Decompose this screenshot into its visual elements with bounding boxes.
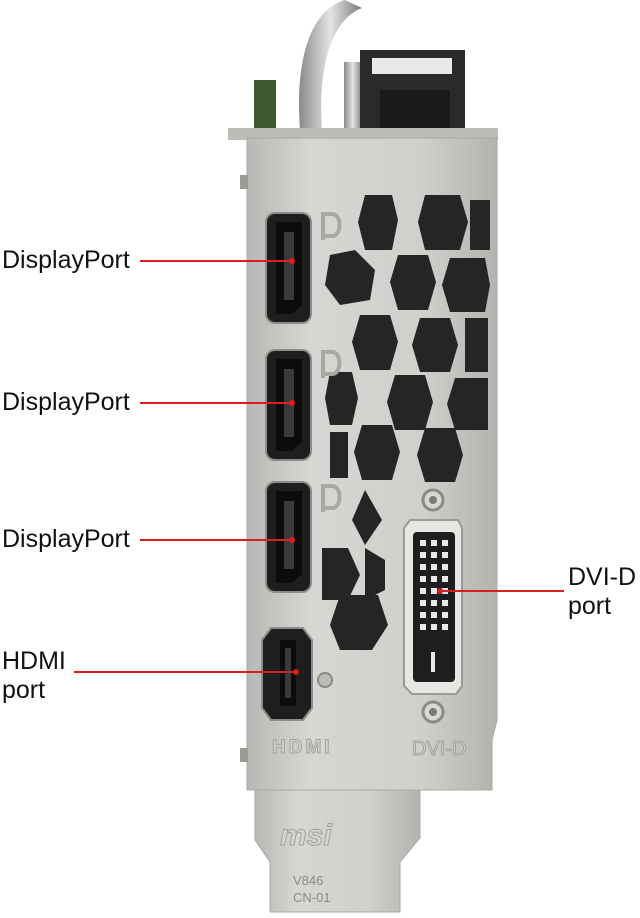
displayport-logo-2: [321, 350, 342, 378]
code-emboss-line2: CN-01: [293, 890, 331, 905]
vent-holes: [322, 195, 490, 650]
pointer-dot-dp2: [289, 400, 295, 406]
pointer-dot-dvi: [437, 588, 443, 594]
displayport-logo-3: [321, 484, 342, 512]
displayport-logo-1: [321, 212, 342, 240]
msi-logo-emboss: msi: [280, 819, 332, 852]
label-displayport-2: DisplayPort: [2, 388, 130, 417]
pointer-dot-dp1: [289, 258, 295, 264]
label-displayport-3: DisplayPort: [2, 525, 130, 554]
pointer-dots: [289, 258, 443, 675]
hdmi-emboss: HDMI: [272, 737, 333, 758]
label-dvi-line1: DVI-D: [568, 563, 637, 591]
label-hdmi-port: HDMI port: [2, 647, 66, 705]
label-displayport-1: DisplayPort: [2, 246, 130, 275]
label-dvi-d-port: DVI-D port: [568, 563, 636, 621]
pointer-dot-dp3: [289, 537, 295, 543]
displayport-connector-2: [265, 349, 312, 461]
label-displayport-1-text: DisplayPort: [2, 246, 130, 274]
dvi-d-emboss: DVI-D: [412, 738, 466, 760]
displayport-connector-1: [265, 212, 312, 324]
label-displayport-3-text: DisplayPort: [2, 525, 130, 553]
dvi-d-connector: [403, 488, 463, 724]
pointer-lines: [74, 260, 564, 673]
label-dvi-line2: port: [568, 592, 612, 620]
cooler-top: [254, 0, 465, 132]
label-hdmi-line2: port: [2, 676, 46, 704]
pointer-dot-hdmi: [293, 669, 299, 675]
label-displayport-2-text: DisplayPort: [2, 388, 130, 416]
code-emboss-line1: V846: [293, 873, 323, 888]
label-hdmi-line1: HDMI: [2, 647, 66, 675]
displayport-connector-3: [265, 481, 312, 593]
